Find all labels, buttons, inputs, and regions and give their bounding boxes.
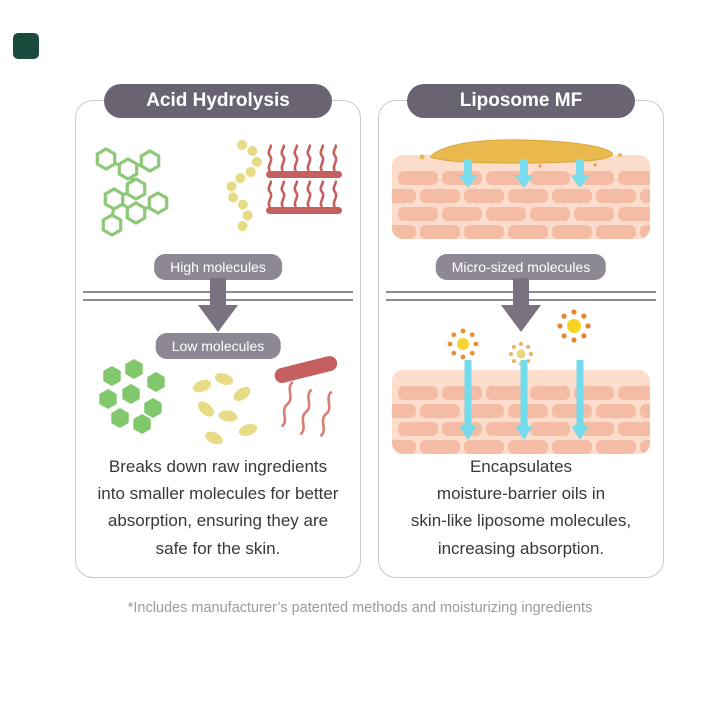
- footnote: *Includes manufacturer’s patented method…: [127, 600, 593, 616]
- description-line: into smaller molecules for better: [97, 484, 339, 504]
- description-line: skin-like liposome molecules,: [410, 511, 632, 531]
- liposome-mf-description: Encapsulates moisture-barrier oils in sk…: [379, 453, 663, 562]
- absorption-arrows-icon: [459, 360, 589, 440]
- micelle-icon: [557, 309, 591, 343]
- micelle-icon: [447, 328, 479, 360]
- oil-layer-blob-icon: [419, 139, 622, 169]
- description-line: increasing absorption.: [437, 538, 605, 558]
- description-line: absorption, ensuring they are: [107, 511, 329, 531]
- high-molecules-label: High molecules: [154, 254, 282, 280]
- description-line: safe for the skin.: [155, 538, 281, 558]
- raw-molecules-illustration: [95, 140, 342, 237]
- description-line: Breaks down raw ingredients: [108, 457, 328, 476]
- lipid-bilayer-icon: [266, 143, 342, 214]
- panel-title-acid-hydrolysis: Acid Hydrolysis: [104, 84, 332, 118]
- green-polymer-molecule-icon: [95, 147, 169, 237]
- acid-hydrolysis-description: Breaks down raw ingredients into smaller…: [76, 453, 360, 562]
- down-arrow-icon: [501, 278, 541, 332]
- low-molecules-label: Low molecules: [155, 333, 281, 359]
- down-arrow-icon: [198, 278, 238, 332]
- panel-title-liposome-mf: Liposome MF: [407, 84, 635, 118]
- absorption-arrows-icon: [458, 159, 590, 188]
- skin-surface-oil-illustration: [392, 139, 650, 239]
- yellow-chain-molecule-icon: [225, 140, 262, 236]
- red-lipid-fragments-icon: [274, 356, 338, 438]
- acid-hydrolysis-panel: Acid Hydrolysis: [75, 84, 361, 578]
- description-line: Encapsulates: [469, 457, 573, 476]
- liposome-mf-panel: Liposome MF: [378, 84, 664, 578]
- green-hexagon-cluster-icon: [99, 359, 165, 434]
- micro-sized-molecules-label: Micro-sized molecules: [435, 254, 607, 280]
- broken-down-molecules-illustration: [99, 356, 338, 445]
- description-line: moisture-barrier oils in: [436, 484, 606, 504]
- liposome-absorption-illustration: [392, 309, 650, 454]
- yellow-oval-fragments-icon: [192, 373, 258, 445]
- brand-logo-mark: [13, 33, 39, 59]
